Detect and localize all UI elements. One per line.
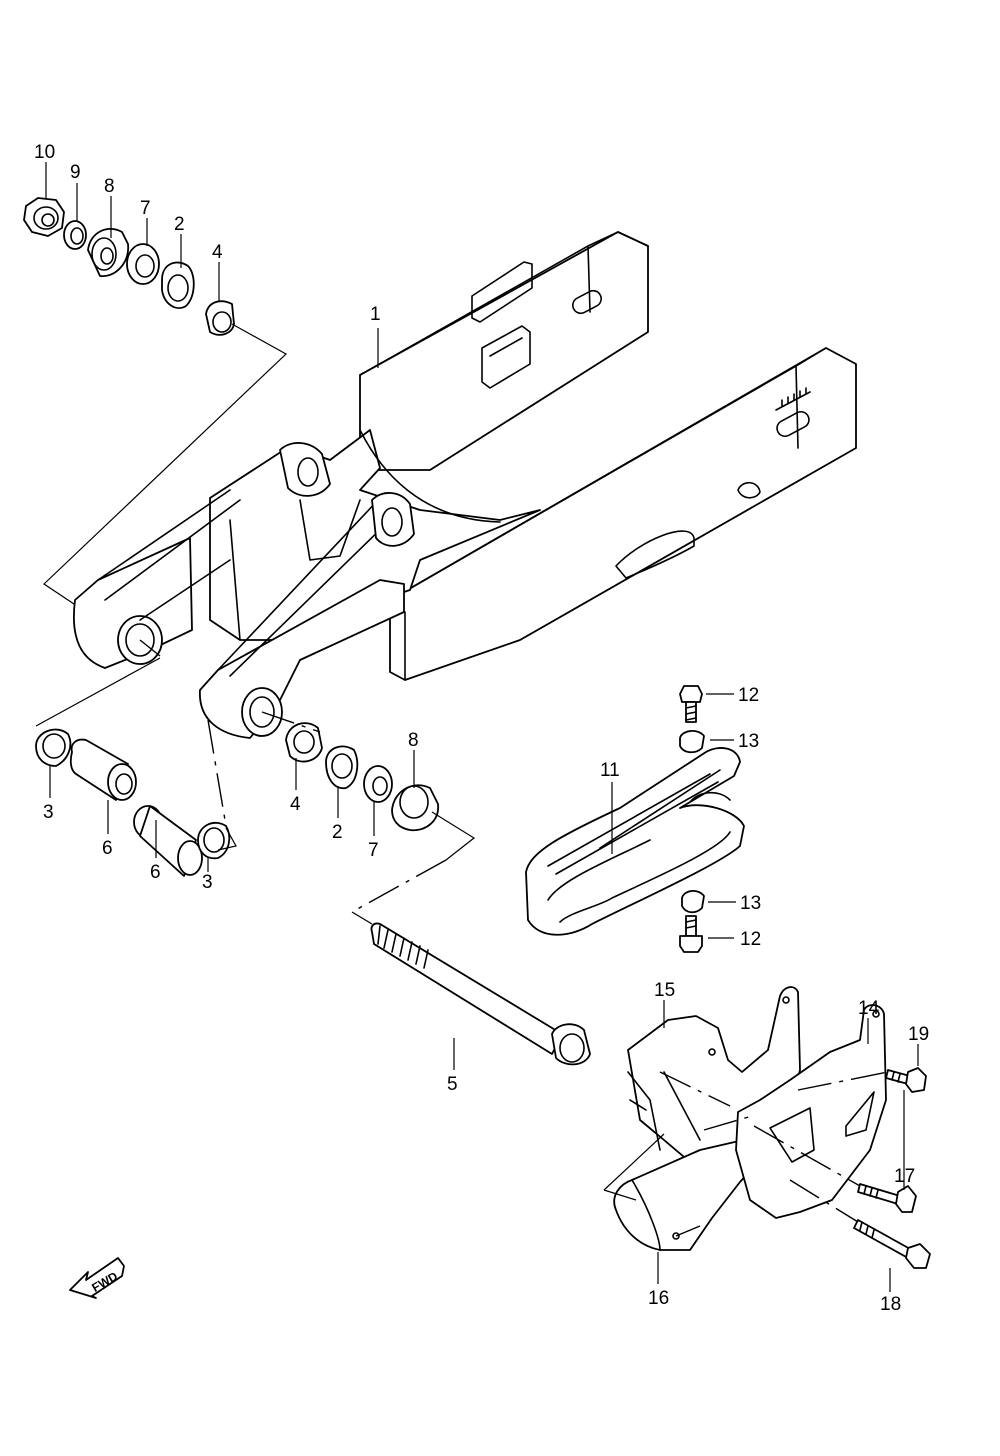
chain-slider-11 (525, 747, 745, 936)
nut-10 (23, 197, 65, 237)
callout-8-top: 8 (104, 176, 115, 197)
seal-3-right (197, 821, 231, 860)
callout-3-right: 3 (202, 872, 213, 893)
spacer-2-low (325, 745, 359, 790)
bolt-19 (885, 1067, 927, 1093)
callout-15: 15 (654, 980, 675, 1001)
pivot-bolt-5 (370, 922, 591, 1066)
callout-4-low: 4 (290, 794, 301, 815)
callout-1: 1 (370, 304, 381, 325)
callout-14: 14 (858, 998, 880, 1019)
callout-12-low: 12 (740, 929, 761, 950)
callout-13-top: 13 (738, 731, 759, 752)
collar-6-a (69, 738, 137, 801)
seal-3-left (35, 728, 72, 767)
callout-19: 19 (908, 1024, 929, 1045)
swingarm (73, 231, 857, 739)
bolt-18 (853, 1219, 931, 1269)
callout-2-low: 2 (332, 822, 343, 843)
callout-7-top: 7 (140, 198, 151, 219)
washer-13-top (679, 730, 705, 754)
callout-7-low: 7 (368, 840, 379, 861)
fwd-arrow-icon: FWD (69, 1257, 125, 1299)
bolt-17 (857, 1183, 917, 1213)
callout-2-top: 2 (174, 214, 185, 235)
bolt-12-low (679, 915, 703, 953)
spacer-2-top (161, 261, 195, 309)
bearing-4-low (285, 722, 323, 763)
washer-7-low (363, 765, 393, 803)
callout-16: 16 (648, 1288, 669, 1309)
callout-5: 5 (447, 1074, 458, 1095)
washer-9 (63, 220, 87, 250)
washer-13-low (681, 890, 705, 914)
callout-17: 17 (894, 1166, 915, 1187)
cap-8-top (87, 228, 129, 277)
callout-8-low: 8 (408, 730, 419, 751)
bolt-12-top (679, 685, 703, 723)
callout-13-low: 13 (740, 893, 761, 914)
cap-8-low (391, 784, 439, 832)
callout-6-a: 6 (102, 838, 113, 859)
callout-18: 18 (880, 1294, 901, 1315)
callout-3-left: 3 (43, 802, 54, 823)
callout-12-top: 12 (738, 685, 759, 706)
guide-16 (613, 1137, 761, 1251)
callout-9: 9 (70, 162, 81, 183)
callout-10: 10 (34, 142, 55, 163)
callout-4-top: 4 (212, 242, 223, 263)
collar-6-b (133, 805, 203, 877)
washer-7-top (126, 243, 160, 285)
leader-lines (45, 162, 919, 1292)
bearing-4-top (205, 300, 235, 336)
guide-plate-14 (735, 1004, 887, 1219)
callout-11: 11 (600, 760, 620, 781)
callout-6-b: 6 (150, 862, 161, 883)
